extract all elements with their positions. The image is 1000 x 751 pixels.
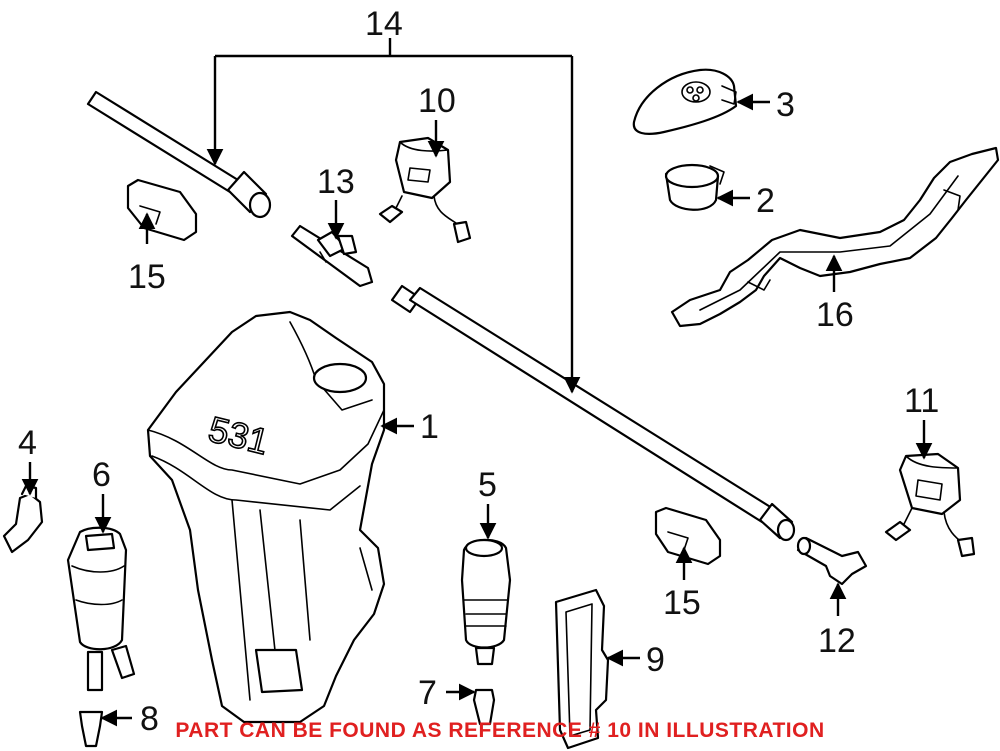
tank-marking: 531 <box>205 408 273 462</box>
nozzle-elbow <box>796 536 868 586</box>
callout-15-lower: 15 <box>663 584 701 622</box>
hose-elbow <box>2 484 44 554</box>
callout-4: 4 <box>18 424 37 462</box>
callout-8: 8 <box>140 700 159 738</box>
callout-2: 2 <box>756 182 775 220</box>
callout-15-upper: 15 <box>128 258 166 296</box>
hose-clip-upper <box>126 178 198 242</box>
callout-16: 16 <box>816 296 854 334</box>
reference-note: PART CAN BE FOUND AS REFERENCE # 10 IN I… <box>175 719 825 742</box>
reservoir-cover <box>554 588 610 750</box>
callout-14: 14 <box>365 5 403 43</box>
filler-grommet <box>664 163 725 211</box>
reservoir-cap <box>632 68 738 135</box>
washer-reservoir: 531 <box>146 310 386 724</box>
callout-1: 1 <box>420 408 439 446</box>
washer-hose-upper <box>86 90 272 219</box>
callout-labels: 14 3 2 10 13 15 16 1 4 6 5 11 15 12 9 7 … <box>18 5 939 738</box>
callout-12: 12 <box>818 622 856 660</box>
callout-7: 7 <box>418 674 437 712</box>
callout-13: 13 <box>317 163 355 201</box>
washer-hose-lower <box>390 284 796 542</box>
callout-10: 10 <box>418 82 456 120</box>
leader-lines <box>21 38 933 727</box>
washer-pump-left <box>66 526 136 692</box>
reservoir-bracket <box>670 146 1000 328</box>
washer-pump-top <box>378 136 472 244</box>
washer-pump-center <box>460 538 512 666</box>
callout-5: 5 <box>478 466 497 504</box>
callout-3: 3 <box>776 86 795 124</box>
callout-6: 6 <box>92 456 111 494</box>
callout-9: 9 <box>646 641 665 679</box>
hose-clip-lower <box>654 506 722 566</box>
washer-pump-right <box>884 452 976 558</box>
hose-tee-connector <box>290 224 374 288</box>
callout-11: 11 <box>904 382 939 420</box>
